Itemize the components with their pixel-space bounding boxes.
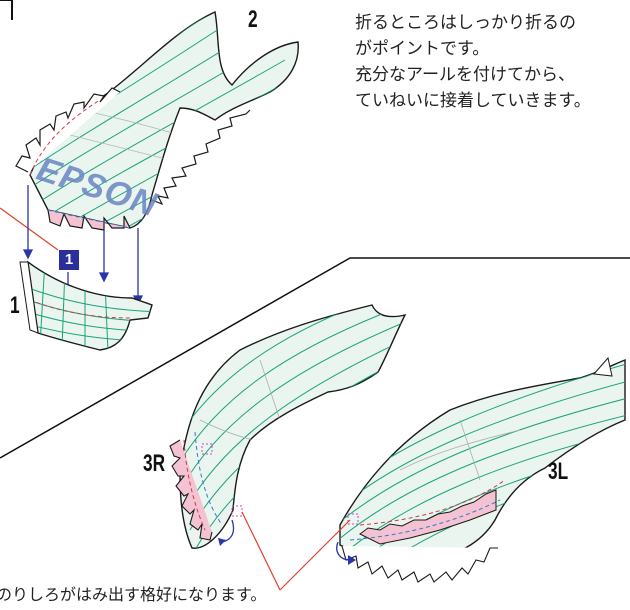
part-1-shape (19, 260, 153, 351)
leader-lines-bottom (241, 511, 351, 591)
part-1-label: 1 (10, 292, 20, 319)
part-3l-teeth (341, 545, 498, 583)
part-3r-shape (169, 304, 407, 549)
instruction-line-4: ていねいに接着していきます。 (355, 91, 591, 111)
part-2-right-teeth (151, 109, 251, 206)
instruction-line-1: 折るところはしっかり折るの (355, 13, 576, 33)
part-3l-label: 3L (548, 458, 569, 485)
part-2-bottom-tabs (47, 209, 131, 231)
part-2-left-teeth (15, 87, 121, 173)
part-3r-label: 3R (143, 450, 166, 477)
instruction-note: 折るところはしっかり折るの がポイントです。 充分なアールを付けてから、 ていね… (355, 10, 591, 114)
frame-line-top-left (0, 0, 13, 20)
instruction-line-3: 充分なアールを付けてから、 (355, 65, 575, 85)
frame-diagonal-divider (0, 257, 630, 459)
part-2-shape (15, 10, 299, 231)
part-2-label: 2 (248, 6, 258, 33)
step-badge: 1 (59, 250, 79, 270)
instruction-line-2: がポイントです。 (355, 39, 490, 59)
part-3l-tabs (359, 489, 497, 545)
glue-tab-note: のりしろがはみ出す格好になります。 (0, 585, 267, 604)
part-3l-shape (336, 356, 626, 583)
leader-line-badge (0, 207, 59, 251)
